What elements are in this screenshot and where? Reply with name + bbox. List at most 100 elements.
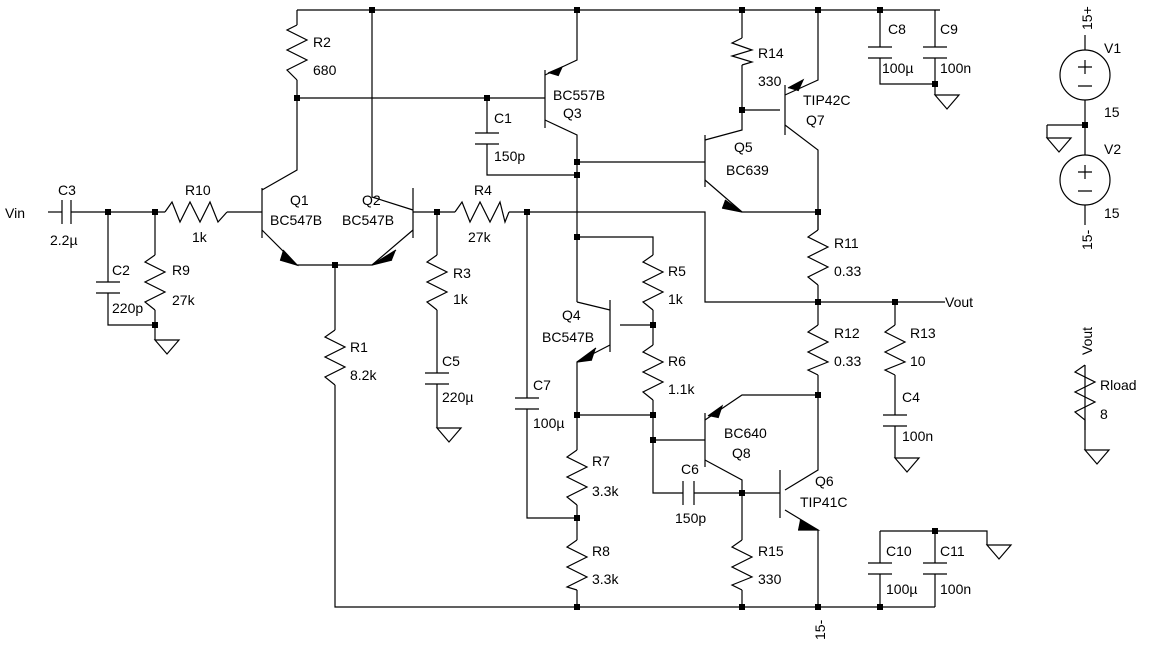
transistors [261, 65, 821, 531]
value-c6: 150p [675, 510, 706, 526]
resistor-rload [1073, 364, 1097, 430]
resistor-r5 [641, 254, 665, 311]
value-c1: 150p [494, 148, 525, 164]
label-q3: Q3 [563, 105, 582, 121]
value-c10: 100µ [886, 581, 917, 597]
value-r10: 1k [192, 229, 208, 245]
capacitor-c6 [682, 481, 695, 505]
value-r9: 27k [172, 292, 196, 308]
resistor-r1 [323, 329, 347, 386]
transistor-q6-arrow [798, 519, 821, 531]
node-label-vout-load: Vout [1079, 327, 1095, 355]
label-c9: C9 [940, 21, 958, 37]
capacitor-c4 [883, 414, 907, 427]
labels: Vin Vout 15+ 15- 15- Vout C3 2.2µ C2 220… [5, 6, 1137, 640]
ground-icon [1046, 137, 1072, 153]
ground-icon [986, 544, 1012, 560]
label-c8: C8 [888, 21, 906, 37]
label-q3-type: BC557B [553, 87, 605, 103]
value-c5: 220µ [442, 389, 473, 405]
node-label-vplus: 15+ [1079, 6, 1095, 30]
label-c1: C1 [494, 110, 512, 126]
value-r7: 3.3k [592, 483, 619, 499]
resistor-r7 [565, 449, 589, 506]
transistor-q8-arrow [707, 404, 724, 419]
label-r6: R6 [668, 353, 686, 369]
label-c10: C10 [886, 543, 912, 559]
label-r5: R5 [668, 263, 686, 279]
capacitors [61, 46, 947, 575]
label-v2: V2 [1104, 141, 1121, 157]
resistors [143, 24, 1097, 591]
resistor-r14 [729, 37, 755, 66]
value-c8: 100µ [882, 60, 913, 76]
label-q2: Q2 [362, 192, 381, 208]
label-q1: Q1 [290, 192, 309, 208]
voltage-source-v1 [1059, 49, 1111, 101]
value-r15: 330 [758, 571, 782, 587]
node-label-vminus: 15- [1079, 229, 1095, 250]
value-r6: 1.1k [668, 381, 695, 397]
value-q5: BC639 [726, 162, 769, 178]
label-r12: R12 [834, 325, 860, 341]
transistor-q5-arrow [721, 199, 743, 213]
label-r8: R8 [592, 543, 610, 559]
value-r2: 680 [313, 62, 337, 78]
resistor-r10 [164, 200, 228, 224]
label-r4: R4 [474, 182, 492, 198]
value-r4: 27k [468, 229, 492, 245]
value-c7: 100µ [533, 415, 564, 431]
label-q6: Q6 [815, 473, 834, 489]
grounds [154, 94, 1110, 560]
node-label-vout: Vout [945, 294, 973, 310]
label-r10: R10 [185, 182, 211, 198]
resistor-r13 [883, 324, 907, 376]
wires [48, 9, 1086, 608]
resistor-r11 [806, 229, 830, 286]
value-q8: BC640 [724, 425, 767, 441]
capacitor-c7 [515, 397, 539, 410]
resistor-r4 [454, 200, 510, 224]
transistor-q7-arrow [787, 78, 805, 92]
value-c2: 220p [112, 300, 143, 316]
capacitor-c1 [475, 132, 499, 145]
transistor-q3-arrow [547, 65, 564, 77]
ground-icon [934, 94, 960, 110]
label-r3: R3 [453, 265, 471, 281]
label-rload: Rload [1100, 377, 1137, 393]
label-r7: R7 [592, 453, 610, 469]
transistor-q1-arrow [279, 249, 299, 267]
label-q7-type: TIP42C [803, 92, 850, 108]
label-q7: Q7 [806, 112, 825, 128]
capacitor-c2 [96, 281, 120, 294]
value-rload: 8 [1100, 406, 1108, 422]
label-q5: Q5 [734, 139, 753, 155]
capacitor-c10 [868, 562, 892, 575]
resistor-r9 [143, 254, 167, 311]
label-c3: C3 [58, 182, 76, 198]
label-r11: R11 [834, 235, 859, 251]
value-r11: 0.33 [834, 263, 861, 279]
capacitor-c9 [923, 46, 947, 59]
label-r13: R13 [910, 325, 936, 341]
resistor-r2 [285, 24, 309, 81]
value-r8: 3.3k [592, 571, 619, 587]
resistor-r6 [641, 344, 665, 401]
resistor-r12 [806, 324, 830, 376]
label-q8: Q8 [732, 445, 751, 461]
node-label-vin: Vin [5, 205, 25, 221]
label-q4: Q4 [562, 307, 581, 323]
label-r2: R2 [313, 34, 331, 50]
capacitor-c5 [425, 372, 449, 385]
label-c4: C4 [902, 389, 920, 405]
ground-icon [154, 339, 180, 355]
label-c6: C6 [681, 461, 699, 477]
value-r5: 1k [668, 291, 684, 307]
value-v1: 15 [1104, 104, 1120, 120]
value-q6: TIP41C [800, 494, 847, 510]
capacitor-c11 [923, 562, 947, 575]
value-r1: 8.2k [350, 367, 377, 383]
ground-icon [436, 427, 462, 443]
value-r3: 1k [453, 291, 469, 307]
label-c5: C5 [442, 353, 460, 369]
